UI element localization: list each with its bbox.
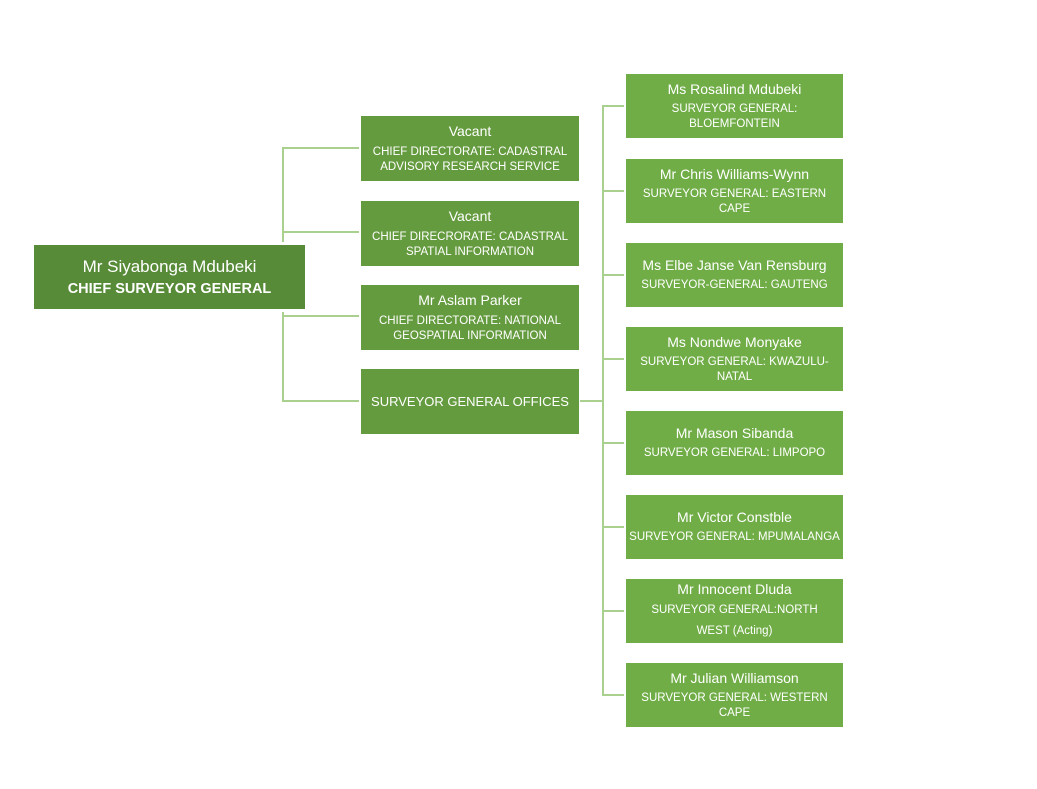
- person-name: Mr Siyabonga Mdubeki: [82, 256, 257, 276]
- surveyor-general-offices-box: SURVEYOR GENERAL OFFICES: [361, 369, 579, 434]
- position-title: SURVEYOR GENERAL: EASTERN CAPE: [642, 187, 827, 215]
- connector: [282, 231, 359, 233]
- position-title: SURVEYOR GENERAL:NORTH WEST (Acting): [651, 603, 818, 637]
- chief-surveyor-general-box: Mr Siyabonga Mdubeki CHIEF SURVEYOR GENE…: [34, 245, 305, 309]
- position-title: SURVEYOR GENERAL: KWAZULU-NATAL: [640, 355, 829, 383]
- position-title: SURVEYOR-GENERAL: GAUTENG: [641, 279, 828, 291]
- connector: [602, 274, 624, 276]
- person-name: Ms Elbe Janse Van Rensburg: [642, 257, 827, 273]
- person-name: Ms Nondwe Monyake: [667, 333, 802, 350]
- connector: [602, 526, 624, 528]
- connector: [602, 358, 624, 360]
- connector: [602, 190, 624, 192]
- position-title: SURVEYOR GENERAL: MPUMALANGA: [629, 531, 840, 543]
- person-name: Mr Chris Williams-Wynn: [659, 165, 810, 182]
- person-name: Ms Rosalind Mdubeki: [667, 80, 802, 97]
- directorate-box-cadastral-advisory: Vacant CHIEF DIRECTORATE: CADASTRAL ADVI…: [361, 116, 579, 181]
- position-title: CHIEF SURVEYOR GENERAL: [67, 280, 272, 297]
- connector: [602, 105, 624, 107]
- person-name: Mr Victor Constble: [677, 509, 792, 525]
- connector: [602, 694, 624, 696]
- person-name: Mr Aslam Parker: [418, 291, 522, 308]
- position-title: CHIEF DIRECRORATE: CADASTRAL SPATIAL INF…: [372, 230, 568, 258]
- person-name: Mr Mason Sibanda: [675, 425, 794, 441]
- connector: [602, 105, 604, 696]
- connector: [282, 147, 359, 149]
- connector: [580, 400, 603, 402]
- connector: [282, 400, 359, 402]
- position-title: SURVEYOR GENERAL OFFICES: [371, 394, 569, 409]
- person-name: Vacant: [448, 207, 492, 224]
- directorate-box-cadastral-spatial: Vacant CHIEF DIRECRORATE: CADASTRAL SPAT…: [361, 201, 579, 266]
- person-name: Mr Innocent Dluda: [677, 580, 792, 597]
- position-title: CHIEF DIRECTORATE: CADASTRAL ADVISORY RE…: [372, 145, 568, 173]
- position-title: SURVEYOR GENERAL: WESTERN CAPE: [641, 691, 828, 719]
- person-name: Mr Julian Williamson: [670, 669, 799, 686]
- connector: [282, 315, 359, 317]
- connector: [282, 147, 284, 242]
- directorate-box-national-geospatial: Mr Aslam Parker CHIEF DIRECTORATE: NATIO…: [361, 285, 579, 350]
- person-name: Vacant: [448, 122, 492, 139]
- connector: [282, 312, 284, 402]
- position-title: SURVEYOR GENERAL: BLOEMFONTEIN: [671, 102, 798, 130]
- connector: [602, 610, 624, 612]
- connector: [602, 442, 624, 444]
- position-title: CHIEF DIRECTORATE: NATIONAL GEOSPATIAL I…: [378, 314, 562, 342]
- position-title: SURVEYOR GENERAL: LIMPOPO: [643, 447, 826, 459]
